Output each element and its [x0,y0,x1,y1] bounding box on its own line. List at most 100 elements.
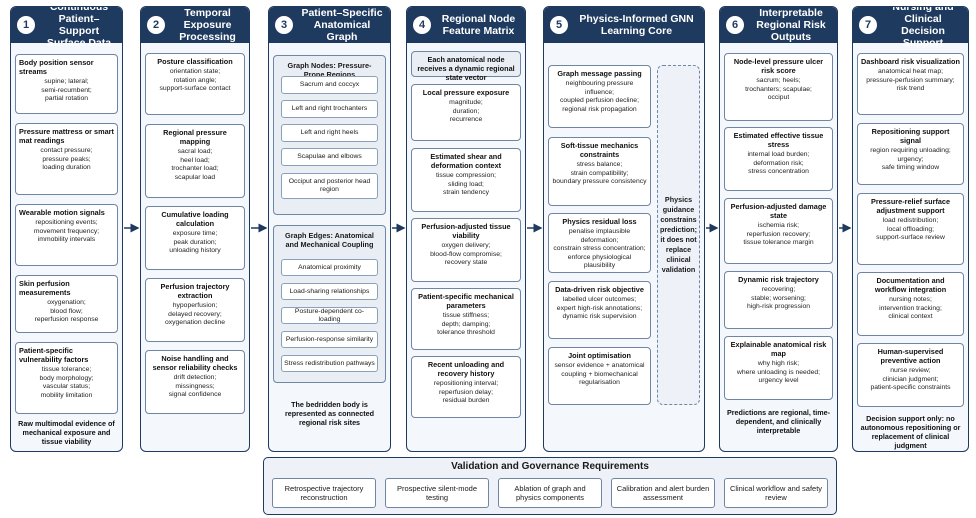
box-line: trochanters; scapulae; [745,85,812,93]
box-title: Human-supervised preventive action [877,347,944,365]
documentation-workflow-box: Documentation and workflow integration n… [857,272,964,336]
graph-edges-group: Graph Edges: Anatomical and Mechanical C… [273,225,386,383]
column-6-footer: Predictions are regional, time-dependent… [726,408,831,435]
box-line: immobility intervals [37,236,96,244]
box-line: partial rotation [44,95,89,103]
physics-guidance-note: Physics guidance constrains prediction; … [657,65,700,405]
box-line: recovery state [444,259,488,267]
column-5-header: 5 Physics-Informed GNN Learning Core [544,7,704,43]
column-1-panel: 1 Continuous Patient–Support Surface Dat… [10,6,123,452]
box-line: movement frequency; [33,227,100,235]
box-line: rotation angle; [173,76,217,84]
box-title: Perfusion-adjusted damage state [730,202,827,220]
box-line: stress concentration [748,168,809,176]
box-line: hypoperfusion; [172,302,218,309]
group-title: Graph Nodes: Pressure-Prone Regions [287,61,372,79]
box-line: neighbouring pressure influence; [565,80,634,96]
box-title: Explainable anatomical risk map [730,340,827,358]
box-line: coupling + biomechanical [561,370,638,378]
risk-objective-box: Data-driven risk objective labelled ulce… [548,281,651,339]
box-title: Perfusion-adjusted tissue viability [421,222,511,240]
box-line: reperfusion recovery; [746,230,811,238]
governance-panel: Validation and Governance Requirements R… [263,457,837,515]
box-line: why high risk; [757,360,800,367]
box-title: Estimated shear and deformation context [430,152,502,170]
box-line: tissue tolerance margin [743,239,814,247]
box-title: Wearable motion signals [19,208,105,217]
step-number: 2 [147,16,165,34]
local-pressure-box: Local pressure exposure magnitude; durat… [411,84,521,141]
node-scapulae: Scapulae and elbows [281,148,378,166]
column-7-footer: Decision support only: no autonomous rep… [860,414,961,450]
mechanical-parameters-box: Patient-specific mechanical parameters t… [411,288,521,350]
joint-optimisation-box: Joint optimisation sensor evidence + ana… [548,347,651,405]
column-3-panel: 3 Patient–Specific Anatomical Graph Grap… [268,6,391,452]
box-line: tolerance threshold [437,329,495,337]
soft-tissue-constraints-box: Soft-tissue mechanics constraints stress… [548,137,651,206]
box-title: Perfusion trajectory extraction [160,282,230,300]
governance-item: Calibration and alert burden assessment [611,478,715,508]
column-title: Patient–Specific Anatomical Graph [301,7,383,43]
edge-stress-redistribution: Stress redistribution pathways [281,355,378,372]
tissue-viability-box: Perfusion-adjusted tissue viability oxyg… [411,218,521,282]
step-number: 5 [550,16,568,34]
box-title: Patient-specific vulnerability factors [19,346,89,364]
box-title: Noise handling and sensor reliability ch… [152,354,238,372]
box-title: Data-driven risk objective [555,285,644,294]
box-line: clinical context [888,313,933,321]
box-line: magnitude; [449,99,483,106]
box-title: Soft-tissue mechanics constraints [560,141,639,159]
box-line: labelled ulcer outcomes; [562,296,637,303]
preventive-action-box: Human-supervised preventive action nurse… [857,343,964,407]
box-title: Patient-specific mechanical parameters [418,292,514,310]
box-line: regularisation [579,379,620,387]
column-3-footer: The bedridden body is represented as con… [284,400,375,427]
box-line: local offloading; [886,225,935,233]
node-trochanters: Left and right trochanters [281,100,378,118]
box-title: Cumulative loading calculation [161,210,229,228]
column-title: Continuous Patient–Support Surface Data [46,6,112,49]
box-title: Dashboard risk visualization [861,57,960,66]
box-line: tissue compression; [435,172,497,179]
step-number: 1 [17,16,35,34]
repositioning-signal-box: Repositioning support signal region requ… [857,123,964,185]
box-line: repositioning events; [35,219,98,226]
box-line: sacrum; heels; [756,77,801,84]
box-line: strain compatibility; [570,169,629,177]
column-6-header: 6 Interpretable Regional Risk Outputs [720,7,837,43]
box-line: where unloading is needed; [736,368,821,376]
box-line: constrain stress concentration; [553,245,646,253]
column-title: Physics-Informed GNN Learning Core [579,13,694,37]
box-title: Posture classification [157,57,233,66]
box-line: blood flow; [50,307,83,315]
regional-pressure-box: Regional pressure mapping sacral load; h… [145,124,245,198]
step-number: 6 [726,16,744,34]
column-4-panel: 4 Regional Node Feature Matrix Each anat… [406,6,526,452]
box-line: clinician judgment; [882,375,939,383]
step-number: 3 [275,16,293,34]
box-line: load redistribution; [882,217,939,224]
perfusion-trajectory-box: Perfusion trajectory extraction hypoperf… [145,278,245,342]
box-title: Pressure mattress or smart mat readings [19,127,114,145]
box-title: Skin perfusion measurements [19,279,71,297]
box-title: Regional pressure mapping [163,128,227,146]
box-line: oxygenation; [47,299,86,306]
box-line: risk trend [896,85,925,93]
box-line: trochanter load; [171,165,219,173]
box-line: stable; worsening; [751,294,806,302]
box-title: Repositioning support signal [871,127,950,145]
step-number: 4 [413,16,431,34]
box-line: delayed recovery; [168,310,222,318]
box-line: exposure time; [172,230,218,237]
box-line: high-risk progression [746,303,811,311]
box-title: Joint optimisation [568,351,631,360]
governance-item: Ablation of graph and physics components [498,478,602,508]
step-number: 7 [859,16,877,34]
column-1-header: 1 Continuous Patient–Support Surface Dat… [11,7,122,49]
box-line: support-surface contact [159,85,231,93]
edge-anatomical-proximity: Anatomical proximity [281,259,378,276]
box-line: oxygenation decline [164,319,226,327]
box-line: tissue stiffness; [442,312,490,319]
edge-posture-coloading: Posture-dependent co-loading [281,307,378,324]
